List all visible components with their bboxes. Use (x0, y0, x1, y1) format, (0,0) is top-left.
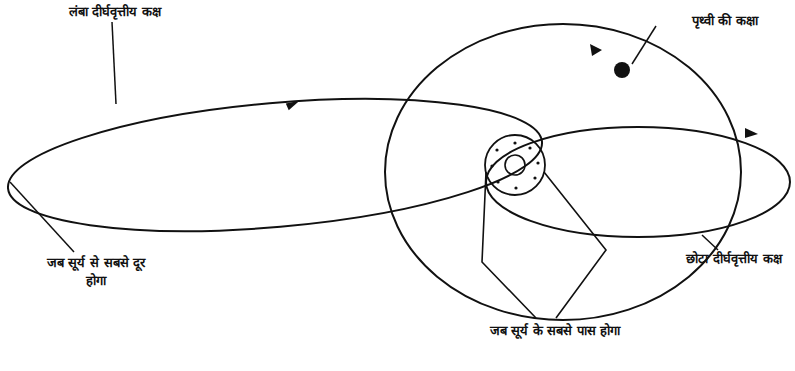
arrowhead (286, 101, 301, 111)
earth (614, 62, 630, 78)
earth-orbit (385, 24, 741, 320)
orbit-label: लंबा दीर्घवृत्तीय कक्ष (20, 3, 210, 21)
long-orbit (3, 80, 548, 250)
arrowhead (745, 128, 758, 138)
sun-region (485, 135, 545, 195)
pointer-line (544, 172, 606, 318)
leader-line (632, 26, 656, 64)
leader-line (702, 235, 718, 250)
short-orbit (486, 127, 790, 237)
leader-line (10, 182, 74, 252)
orbit-label: पृथ्वी की कक्षा (660, 12, 790, 30)
leader-line (112, 22, 116, 104)
sun (505, 155, 525, 175)
orbit-label: जब सूर्य से सबसे दूर होगा (40, 254, 152, 289)
arrowhead (590, 44, 602, 56)
orbit-label: छोटा दीर्घवृत्तीय कक्ष (680, 250, 788, 268)
pointer-line (482, 172, 536, 318)
orbit-label: जब सूर्य के सबसे पास होगा (480, 322, 630, 340)
